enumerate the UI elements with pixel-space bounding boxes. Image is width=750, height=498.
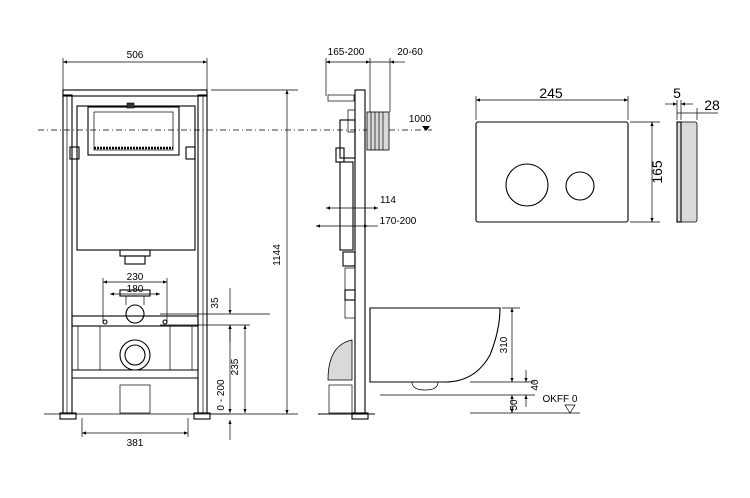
dim-114-label: 114	[380, 195, 396, 206]
wall-hung-bowl	[369, 307, 501, 383]
dim-230-label: 230	[127, 272, 144, 283]
left-frame-post	[62, 94, 73, 414]
lower-crossbar	[71, 315, 199, 327]
large-flush-button	[505, 163, 549, 207]
side-drain-pipe	[327, 339, 353, 381]
left-foot	[59, 412, 77, 420]
dim-381-label: 381	[127, 438, 144, 449]
dim-0-200-label: 0 - 200	[216, 379, 227, 411]
dim-180-label: 180	[127, 284, 144, 295]
front-view: 506 230 180 381 35 235 0 - 200 1144	[44, 50, 298, 449]
dim-20-60-label: 20-60	[397, 47, 423, 58]
top-crossbar	[62, 89, 208, 97]
dim-506-label: 506	[127, 50, 144, 61]
flush-plate	[475, 121, 629, 223]
small-flush-button	[565, 171, 595, 201]
side-cistern	[339, 161, 354, 251]
dim-310-label: 310	[499, 336, 510, 353]
dim-35-label: 35	[210, 297, 221, 309]
dim-1000-label: 1000	[409, 114, 432, 125]
dim-245-label: 245	[539, 85, 563, 101]
side-frame-post	[354, 89, 366, 415]
right-frame-post	[197, 94, 208, 414]
cistern	[76, 105, 196, 251]
water-inlet	[125, 304, 145, 324]
dim-50-label: 50	[509, 399, 520, 411]
dim-1144-label: 1144	[272, 244, 283, 266]
dim-235-label: 235	[230, 358, 241, 375]
right-foot	[193, 412, 211, 420]
dim-165-200-label: 165-200	[328, 47, 365, 58]
flush-plate-profile	[676, 121, 698, 223]
floor-level-label: OKFF 0	[542, 394, 577, 405]
dim-28-label: 28	[704, 97, 720, 113]
drain-outlet	[119, 339, 151, 371]
dim-5-label: 5	[673, 85, 681, 101]
flush-plate-view: 245 165 5 28	[475, 85, 720, 223]
dim-40-label: 40	[530, 379, 541, 391]
flush-button-profile	[366, 111, 390, 151]
dim-165-label: 165	[649, 160, 665, 184]
dim-170-200-label: 170-200	[380, 216, 417, 227]
side-view: 165-200 20-60 1000 114 170-200 310 40 50…	[316, 47, 580, 420]
